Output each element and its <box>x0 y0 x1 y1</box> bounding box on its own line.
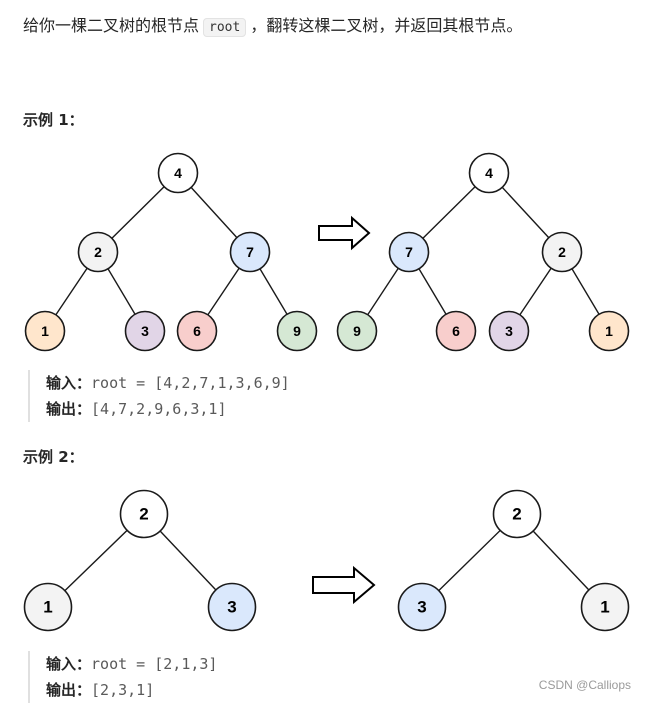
output-line: 输出：[2,3,1] <box>46 677 217 703</box>
node-circle <box>24 310 66 352</box>
node-label: 1 <box>605 323 613 339</box>
node-label: 6 <box>193 323 201 339</box>
node-circle <box>119 489 169 539</box>
example-1-io: 输入：root = [4,2,7,1,3,6,9] 输出：[4,7,2,9,6,… <box>28 370 290 422</box>
node-circle <box>157 152 199 194</box>
node-label: 4 <box>485 165 493 181</box>
node-label: 1 <box>600 598 609 617</box>
watermark: CSDN @Calliops <box>538 678 631 692</box>
node-circle <box>336 310 378 352</box>
output-value: [4,7,2,9,6,3,1] <box>91 400 227 418</box>
node-label: 3 <box>227 598 236 617</box>
tree-node: 7 <box>388 231 430 273</box>
output-label: 输出： <box>46 681 92 699</box>
node-circle <box>492 489 542 539</box>
node-label: 3 <box>141 323 149 339</box>
tree-node: 3 <box>397 582 447 632</box>
output-label: 输出： <box>46 400 92 418</box>
node-label: 2 <box>512 505 521 524</box>
right-arrow-icon <box>312 565 376 605</box>
input-value: root = [4,2,7,1,3,6,9] <box>91 374 290 392</box>
node-label: 4 <box>174 165 182 181</box>
tree-node: 3 <box>124 310 166 352</box>
node-circle <box>588 310 630 352</box>
node-circle <box>276 310 318 352</box>
tree-node: 2 <box>119 489 169 539</box>
node-label: 1 <box>43 598 52 617</box>
node-label: 7 <box>405 244 413 260</box>
example-2-io: 输入：root = [2,1,3] 输出：[2,3,1] <box>28 651 217 703</box>
node-circle <box>541 231 583 273</box>
node-label: 3 <box>417 598 426 617</box>
tree-node: 2 <box>541 231 583 273</box>
tree-node: 6 <box>176 310 218 352</box>
right-arrow-icon <box>318 215 371 251</box>
node-circle <box>468 152 510 194</box>
node-label: 9 <box>293 323 301 339</box>
node-label: 2 <box>558 244 566 260</box>
tree-node: 1 <box>580 582 630 632</box>
output-line: 输出：[4,7,2,9,6,3,1] <box>46 396 290 422</box>
node-label: 1 <box>41 323 49 339</box>
node-label: 2 <box>139 505 148 524</box>
node-circle <box>229 231 271 273</box>
example-2-diagram: 2 1 3 2 3 1 <box>23 489 630 632</box>
tree-node: 4 <box>157 152 199 194</box>
node-label: 3 <box>505 323 513 339</box>
tree-node: 4 <box>468 152 510 194</box>
example-1-title: 示例 1： <box>23 111 84 129</box>
node-circle <box>580 582 630 632</box>
input-line: 输入：root = [4,2,7,1,3,6,9] <box>46 370 290 396</box>
example-2-after-tree: 2 3 1 <box>397 489 630 632</box>
node-circle <box>77 231 119 273</box>
node-circle <box>397 582 447 632</box>
input-value: root = [2,1,3] <box>91 655 218 673</box>
input-label: 输入： <box>46 655 92 673</box>
example-1-before-tree: 4 2 7 1 3 6 9 <box>24 152 318 352</box>
description-prefix: 给你一棵二叉树的根节点 <box>23 16 200 35</box>
node-circle <box>207 582 257 632</box>
node-circle <box>435 310 477 352</box>
node-circle <box>23 582 73 632</box>
tree-node: 1 <box>588 310 630 352</box>
description-suffix: ，翻转这棵二叉树，并返回其根节点。 <box>250 16 523 35</box>
tree-node: 3 <box>207 582 257 632</box>
node-circle <box>388 231 430 273</box>
tree-node: 2 <box>492 489 542 539</box>
input-line: 输入：root = [2,1,3] <box>46 651 217 677</box>
inline-code-root: root <box>203 18 247 37</box>
tree-node: 3 <box>488 310 530 352</box>
tree-node: 7 <box>229 231 271 273</box>
tree-node: 1 <box>23 582 73 632</box>
input-label: 输入： <box>46 374 92 392</box>
tree-node: 6 <box>435 310 477 352</box>
tree-node: 2 <box>77 231 119 273</box>
example-2-title: 示例 2： <box>23 448 84 466</box>
example-1-diagram: 4 2 7 1 3 6 9 <box>24 152 630 352</box>
node-label: 2 <box>94 244 102 260</box>
example-2-before-tree: 2 1 3 <box>23 489 257 632</box>
node-label: 7 <box>246 244 254 260</box>
node-label: 9 <box>353 323 361 339</box>
node-circle <box>176 310 218 352</box>
node-circle <box>124 310 166 352</box>
node-circle <box>488 310 530 352</box>
tree-node: 9 <box>336 310 378 352</box>
tree-node: 1 <box>24 310 66 352</box>
node-label: 6 <box>452 323 460 339</box>
example-1-after-tree: 4 7 2 9 6 3 1 <box>336 152 630 352</box>
tree-node: 9 <box>276 310 318 352</box>
output-value: [2,3,1] <box>91 681 155 699</box>
